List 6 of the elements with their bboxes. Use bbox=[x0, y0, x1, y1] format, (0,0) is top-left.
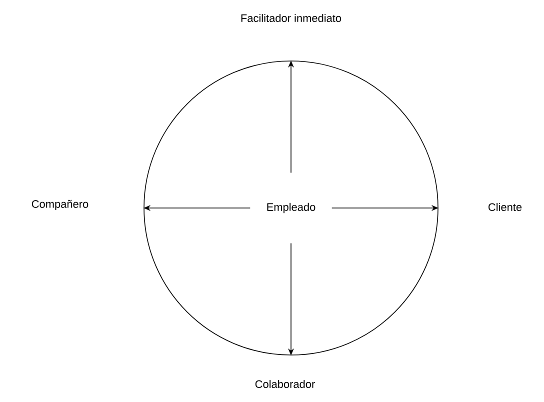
role-label: Facilitador inmediato bbox=[241, 14, 342, 22]
role-label: Cliente bbox=[488, 202, 522, 212]
circle-outline bbox=[144, 60, 438, 356]
role-label: Colaborador bbox=[255, 380, 315, 388]
center-label: Empleado bbox=[267, 202, 316, 214]
role-label: Compañero bbox=[32, 200, 88, 210]
